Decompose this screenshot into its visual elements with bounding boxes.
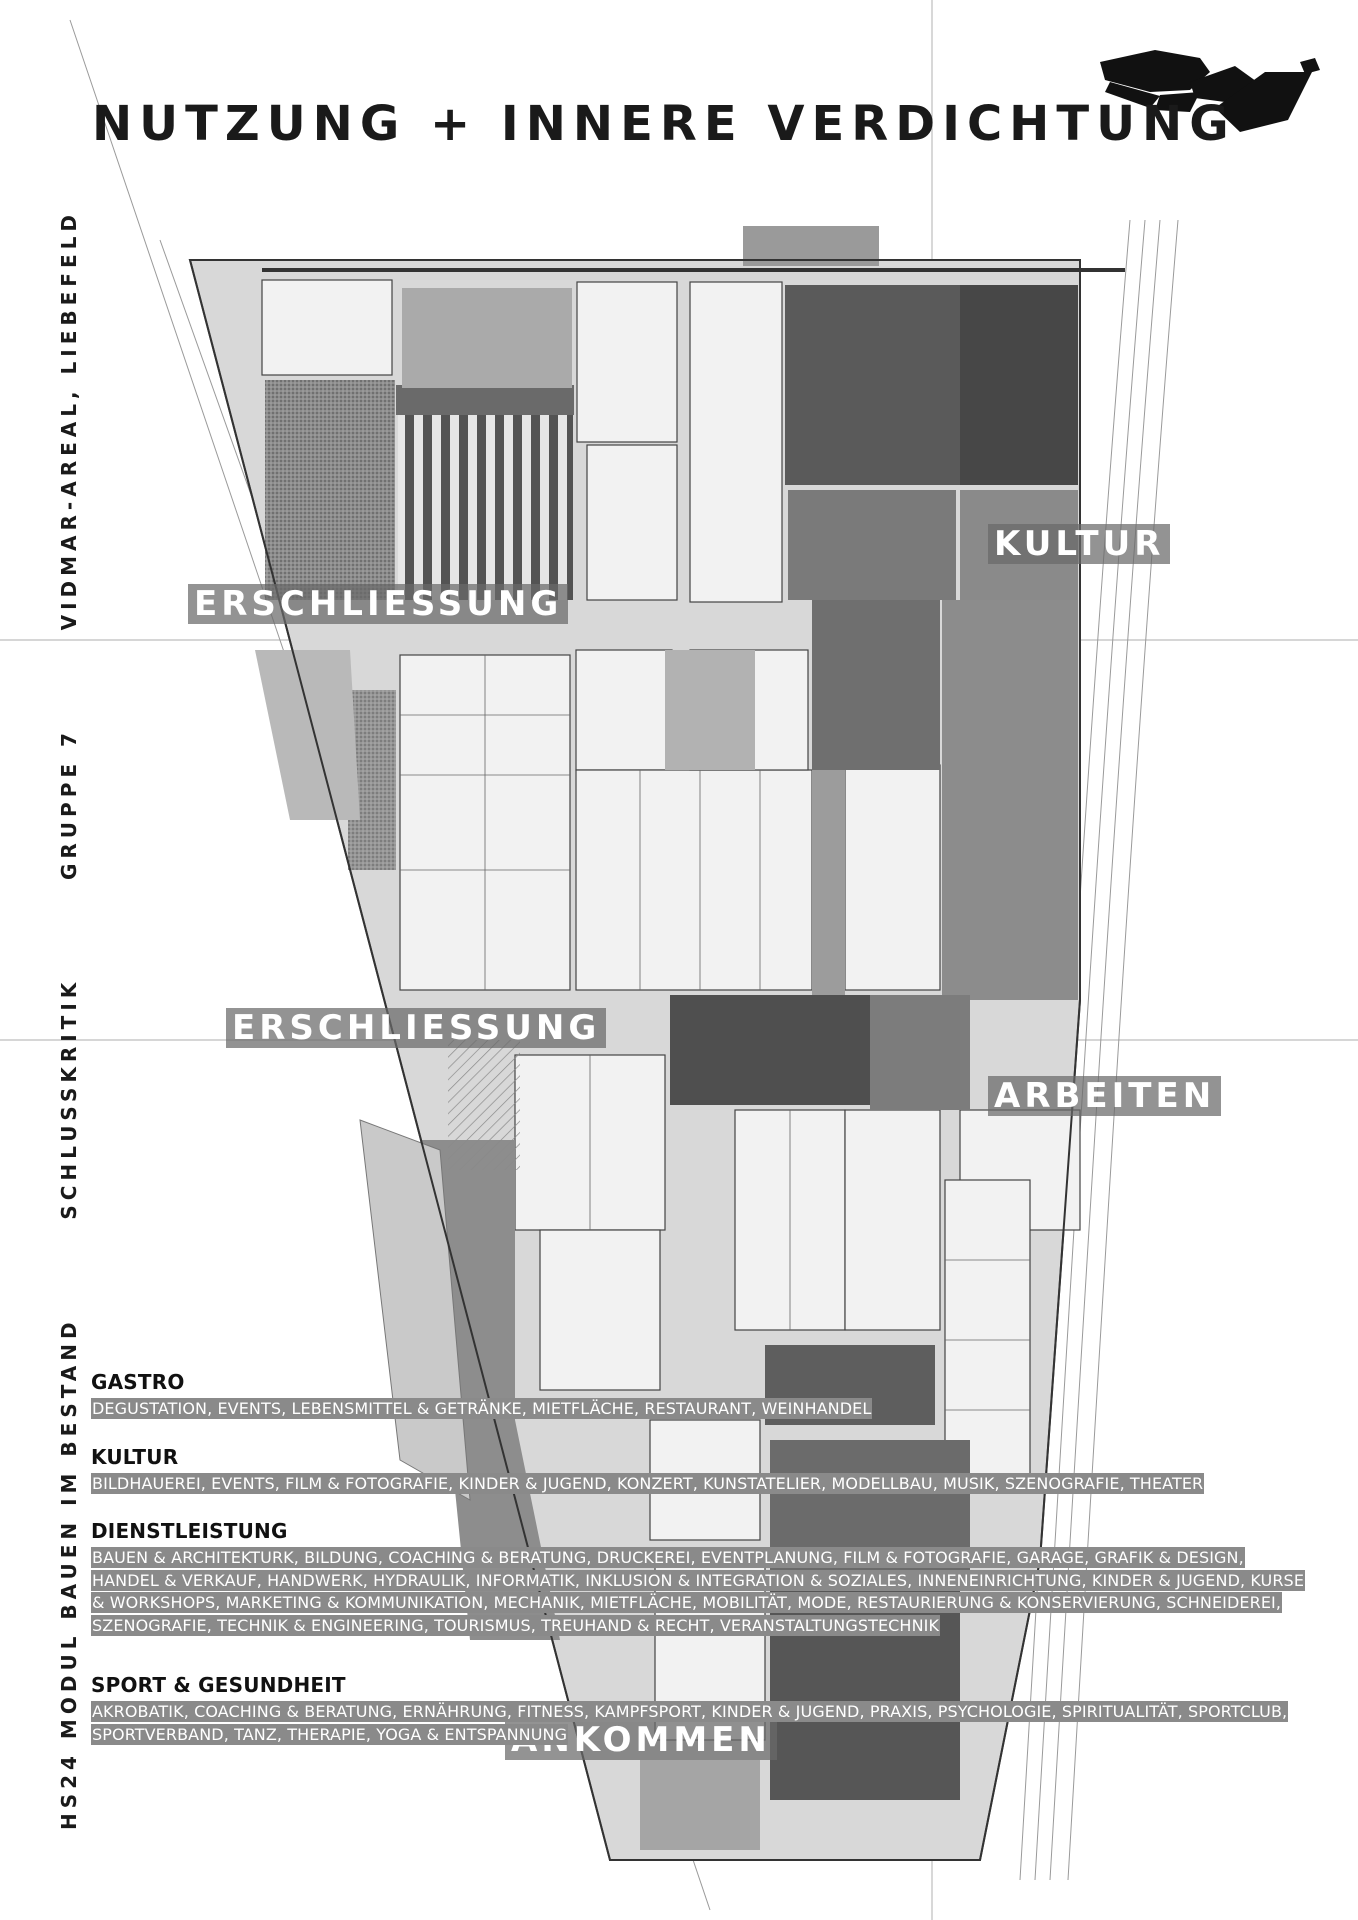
side-label-review: SCHLUSSKRITIK xyxy=(57,977,81,1220)
zone-label-erschliessung-top: ERSCHLIESSUNG xyxy=(188,584,569,624)
legend-heading: DIENSTLEISTUNG xyxy=(91,1519,288,1543)
legend-items: BILDHAUEREI, EVENTS, FILM & FOTOGRAFIE, … xyxy=(91,1472,1205,1494)
site-model-icon xyxy=(1100,50,1320,132)
side-caption: HS24 MODUL BAUEN IM BESTAND SCHLUSSKRITI… xyxy=(57,210,81,1830)
usage-legend: GASTRO DEGUSTATION, EVENTS, LEBENSMITTEL… xyxy=(91,1370,1313,1770)
legend-items: BAUEN & ARCHITEKTURK, BILDUNG, COACHING … xyxy=(91,1547,1306,1636)
side-label-module: HS24 MODUL BAUEN IM BESTAND xyxy=(57,1317,81,1830)
legend-items: DEGUSTATION, EVENTS, LEBENSMITTEL & GETR… xyxy=(91,1398,873,1419)
legend-heading: KULTUR xyxy=(91,1444,179,1469)
legend-items: AKROBATIK, COACHING & BERATUNG, ERNÄHRUN… xyxy=(91,1701,1289,1745)
legend-category-kultur: KULTUR BILDHAUEREI, EVENTS, FILM & FOTOG… xyxy=(91,1445,1313,1496)
poster-title: NUTZUNG + INNERE VERDICHTUNG xyxy=(92,96,1236,152)
side-label-site: VIDMAR-AREAL, LIEBEFELD xyxy=(57,210,81,631)
legend-category-sport: SPORT & GESUNDHEIT AKROBATIK, COACHING &… xyxy=(91,1673,1313,1746)
side-label-group: GRUPPE 7 xyxy=(57,728,81,881)
zone-label-kultur: KULTUR xyxy=(988,524,1171,564)
legend-category-dienstleistung: DIENSTLEISTUNG BAUEN & ARCHITEKTURK, BIL… xyxy=(91,1519,1313,1637)
legend-heading: SPORT & GESUNDHEIT xyxy=(91,1673,346,1697)
zone-label-erschliessung-mid: ERSCHLIESSUNG xyxy=(226,1008,607,1048)
zone-label-arbeiten: ARBEITEN xyxy=(988,1076,1222,1116)
legend-heading: GASTRO xyxy=(91,1370,185,1394)
legend-category-gastro: GASTRO DEGUSTATION, EVENTS, LEBENSMITTEL… xyxy=(91,1370,1313,1421)
